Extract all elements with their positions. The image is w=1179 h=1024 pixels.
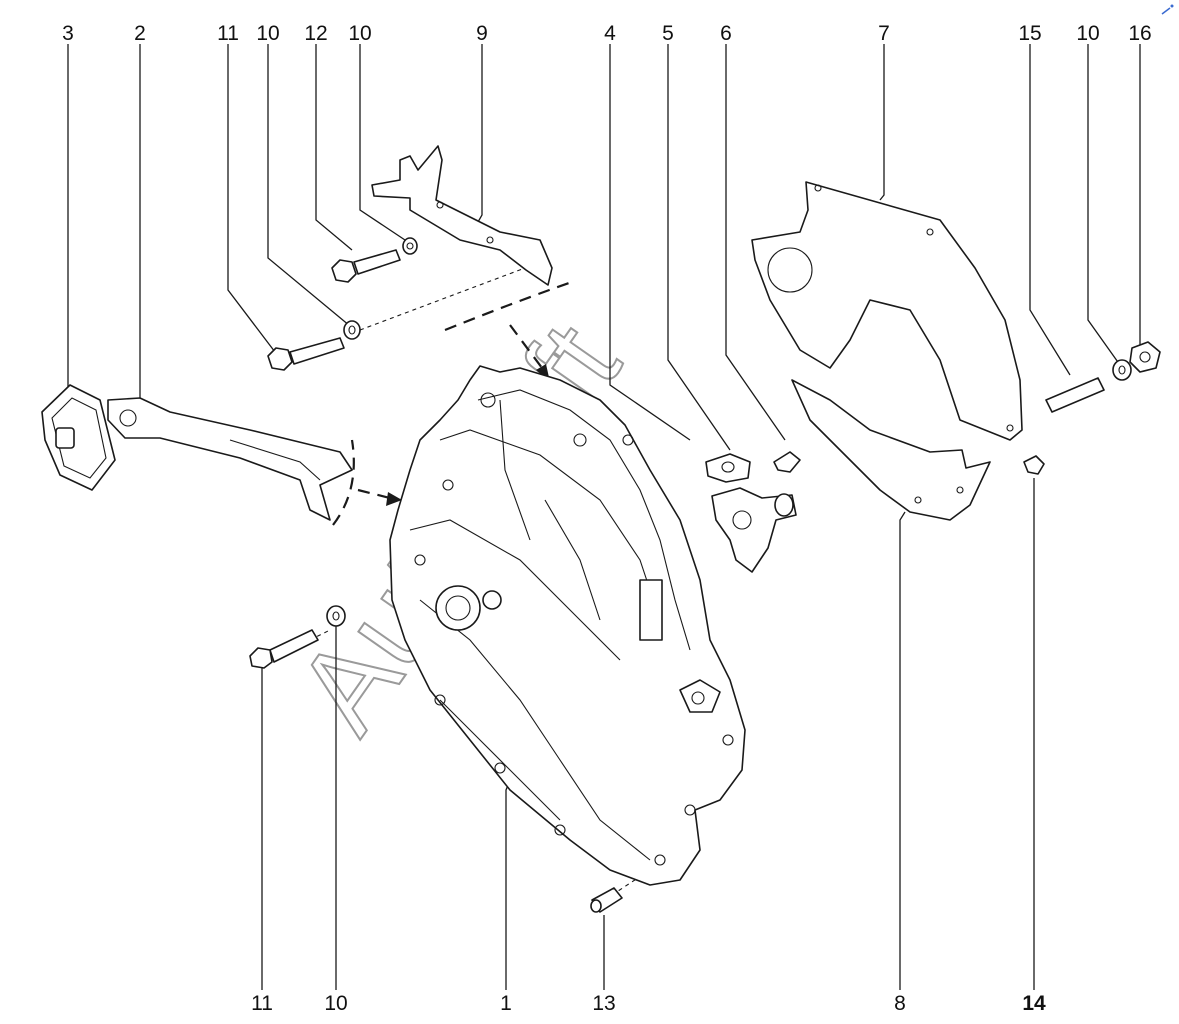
callout-10-bottom: 10 (324, 992, 347, 1015)
callout-13: 13 (592, 992, 615, 1015)
callout-5: 5 (662, 22, 674, 45)
callout-3: 3 (62, 22, 74, 45)
part-6-screw (773, 451, 801, 473)
corner-mark (1161, 4, 1174, 15)
part-11-bolt-upper (267, 337, 345, 371)
callout-4: 4 (604, 22, 616, 45)
part-10-washer-right (1112, 359, 1132, 381)
callout-11-bottom: 11 (251, 992, 273, 1015)
part-11-bolt-lower (249, 629, 319, 669)
callout-15: 15 (1018, 22, 1041, 45)
leader-lines (67, 44, 1141, 990)
callout-11-top: 11 (217, 22, 239, 45)
part-8-lower-cover (791, 379, 991, 521)
part-9-bracket (371, 145, 553, 286)
callout-1: 1 (500, 992, 512, 1015)
callout-10-top-b: 10 (348, 22, 371, 45)
part-10-washer-upper (343, 320, 361, 340)
callout-2: 2 (134, 22, 146, 45)
callout-16: 16 (1128, 22, 1151, 45)
part-3-rubber-boot (41, 384, 116, 491)
callout-12: 12 (304, 22, 327, 45)
callouts-top: 3 2 11 10 12 10 9 4 5 6 7 15 10 16 (62, 22, 1152, 45)
callout-8: 8 (894, 992, 906, 1015)
callouts-bottom: 11 10 1 13 8 14 (251, 992, 1046, 1015)
callout-10-top-c: 10 (1076, 22, 1099, 45)
part-1-clutch-housing (389, 365, 746, 886)
callout-7: 7 (878, 22, 890, 45)
part-2-clutch-fork (107, 397, 353, 521)
callout-10-top-a: 10 (256, 22, 279, 45)
part-10-washer-lower (326, 605, 346, 627)
part-15-stud (1045, 377, 1105, 413)
assembly-lines (309, 267, 651, 896)
part-7-dust-shield (751, 181, 1023, 441)
part-4-guide-plate (711, 487, 797, 573)
callout-9: 9 (476, 22, 488, 45)
part-12-bolt (331, 249, 401, 283)
part-13-dowel-pin (590, 887, 623, 913)
part-16-nut (1129, 341, 1161, 373)
callout-14: 14 (1022, 992, 1046, 1015)
callout-6: 6 (720, 22, 732, 45)
part-10-washer-mid (402, 237, 418, 255)
part-5-seal (705, 453, 751, 483)
part-14-screw (1023, 455, 1045, 475)
